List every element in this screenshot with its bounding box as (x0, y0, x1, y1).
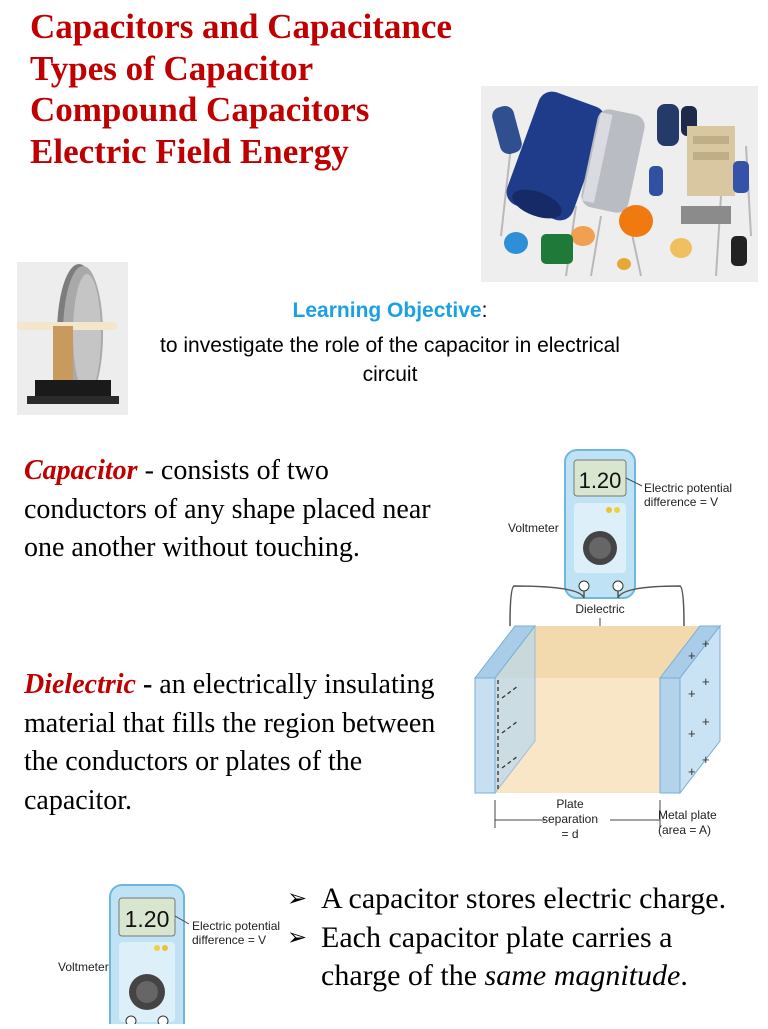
learning-objective-colon: : (481, 299, 488, 322)
capacitor-definition-text: - consists of two conductors of any shap… (24, 455, 431, 563)
learning-objective: Learning Objective: to investigate the r… (130, 296, 650, 389)
plate-separation-line1: Plate (556, 797, 584, 811)
dielectric-definition: Dielectric - an electrically insulating … (24, 666, 444, 820)
learning-objective-text: to investigate the role of the capacitor… (160, 334, 620, 386)
svg-text:+: + (688, 686, 696, 701)
bullet-text: A capacitor stores electric charge. (321, 882, 727, 915)
dielectric-term: Dielectric (24, 669, 136, 700)
title-line-1: Capacitors and Capacitance (30, 7, 452, 46)
capacitor-term: Capacitor (24, 455, 138, 486)
metal-plate-line1: Metal plate (658, 808, 717, 822)
svg-text:+: + (688, 764, 696, 779)
potential-label-line1: Electric potential (644, 481, 732, 495)
plate-separation-line3: = d (561, 827, 578, 841)
arrow-bullet-icon: ➢ (287, 886, 308, 912)
voltmeter-display: 1.20 (579, 468, 622, 493)
voltmeter-diagram: 1.20 Electric potential difference = V V… (55, 880, 295, 1029)
learning-objective-label: Learning Objective (292, 299, 482, 322)
svg-text:+: + (702, 752, 710, 767)
dielectric-separator: - (135, 669, 160, 700)
potential-label-line2: difference = V (644, 495, 718, 509)
dielectric-definition-text: an electrically insulating material that… (24, 669, 436, 816)
parallel-plate-capacitor-diagram: 1.20 Electric potential difference = V V… (470, 448, 750, 848)
title-line-2: Types of Capacitor (30, 48, 314, 88)
svg-text:+: + (688, 648, 696, 663)
title-block: Capacitors and Capacitance Types of Capa… (30, 6, 452, 172)
voltmeter-display-2: 1.20 (125, 906, 170, 932)
svg-text:+: + (702, 714, 710, 729)
learning-objective-heading: Learning Objective: (130, 296, 650, 325)
metal-plate-line2: (area = A) (658, 823, 711, 837)
voltmeter-label: Voltmeter (508, 521, 559, 535)
title-line-3: Compound Capacitors (30, 90, 370, 129)
bullet-text-emphasis: same magnitude (484, 959, 681, 992)
parallel-plate-apparatus-photo (17, 262, 128, 415)
potential-label-line1-2: Electric potential (192, 919, 280, 933)
title-line-4: Electric Field Energy (30, 131, 349, 171)
capacitor-definition: Capacitor - consists of two conductors o… (24, 452, 444, 568)
bullet-text-pre: Each capacitor plate carries a charge of… (321, 920, 673, 993)
plate-separation-line2: separation (542, 812, 598, 826)
arrow-bullet-icon: ➢ (287, 924, 308, 951)
bullet-item: ➢ A capacitor stores electric charge. (287, 880, 757, 919)
dielectric-label: Dielectric (575, 602, 624, 616)
svg-text:+: + (688, 726, 696, 741)
capacitor-assortment-photo (481, 86, 758, 282)
voltmeter-label-2: Voltmeter (58, 960, 109, 974)
svg-text:+: + (702, 674, 710, 689)
bullet-item: ➢ Each capacitor plate carries a charge … (287, 919, 757, 996)
bullet-list: ➢ A capacitor stores electric charge. ➢ … (287, 880, 757, 996)
svg-text:+: + (702, 636, 710, 651)
bullet-text-post: . (680, 959, 688, 992)
potential-label-line2-2: difference = V (192, 933, 266, 947)
